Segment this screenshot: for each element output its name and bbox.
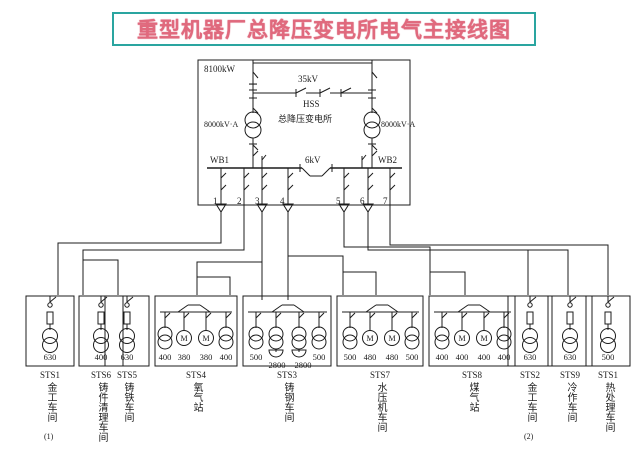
unit-rating: 400 [497,352,511,362]
unit-rating: 630 [43,352,57,362]
station-id-sts2: STS2 [519,370,540,380]
station-name-sts3: 铸钢车间 [282,382,293,422]
svg-text:M: M [202,334,209,343]
feeder-number-4: 4 [280,196,285,206]
substation-boundary [197,59,411,206]
station-name-sts5: 铸铁车间 [122,382,133,422]
feeder-number-3: 3 [255,196,260,206]
unit-rating: 630 [523,352,537,362]
unit-rating: 480 [363,352,377,362]
feeder-number-2: 2 [237,196,242,206]
svg-text:M: M [458,334,465,343]
feeder-number-7: 7 [383,196,388,206]
busbar-left-label: WB1 [210,155,229,165]
svg-text:M: M [480,334,487,343]
station-id-sts1b: STS1 [597,370,618,380]
page-title: 重型机器厂总降压变电所电气主接线图 [137,17,511,42]
station-id-sts3: STS3 [276,370,297,380]
svg-text:M: M [366,334,373,343]
station-name-sts7: 水压机车间 [375,382,386,432]
station-name-sts6: 铸件清理车间 [96,382,107,442]
diagram-title-box: 重型机器厂总降压变电所电气主接线图 [112,12,536,46]
unit-rating: 380 [177,352,191,362]
station-id-sts6: STS6 [90,370,111,380]
unit-rating: 2800 [268,360,286,370]
unit-rating: 500 [601,352,615,362]
busbar-right-label: WB2 [378,155,397,165]
station-name-sts1b: 热处理车间 [603,382,614,432]
svg-text:M: M [388,334,395,343]
incoming-power-label: 8100kW [204,64,235,74]
lv-voltage-label: 6kV [305,155,321,165]
feeder-number-5: 5 [336,196,341,206]
unit-rating: 400 [94,352,108,362]
feeder-number-1: 1 [213,196,218,206]
unit-rating: 500 [249,352,263,362]
unit-rating: 380 [199,352,213,362]
station-name-sts2: 金工车间 [525,382,536,422]
svg-text:M: M [180,334,187,343]
transformer-left-rating: 8000kV·A [204,120,239,129]
station-name-sts1: 金工车间 [45,382,56,422]
unit-rating: 400 [219,352,233,362]
station-name-sts9: 冷作车间 [565,382,576,422]
substation-abbr-label: HSS [303,99,320,109]
station-name-sts4: 氧气站 [191,382,202,412]
station-id-sts8: STS8 [461,370,482,380]
unit-rating: 2800 [294,360,312,370]
unit-rating: 400 [455,352,469,362]
station-id-sts1: STS1 [39,370,60,380]
station-suffix-sts1: (1) [44,432,54,441]
unit-rating: 630 [120,352,134,362]
station-id-sts4: STS4 [185,370,206,380]
station-suffix-sts2: (2) [524,432,534,441]
transformer-right-rating: 8000kV·A [381,120,416,129]
unit-rating: 500 [312,352,326,362]
substation-name-label: 总降压变电所 [278,115,333,125]
station-name-sts8: 煤气站 [467,382,478,412]
feeder-number-6: 6 [360,196,365,206]
unit-rating: 400 [158,352,172,362]
unit-rating: 400 [435,352,449,362]
station-id-sts9: STS9 [559,370,580,380]
station-id-sts7: STS7 [369,370,390,380]
unit-rating: 630 [563,352,577,362]
unit-rating: 480 [385,352,399,362]
hv-voltage-label: 35kV [298,74,318,84]
unit-rating: 500 [405,352,419,362]
unit-rating: 500 [343,352,357,362]
unit-rating: 400 [477,352,491,362]
station-id-sts5: STS5 [116,370,137,380]
motor-glyphs: M M M M M M [180,334,487,343]
